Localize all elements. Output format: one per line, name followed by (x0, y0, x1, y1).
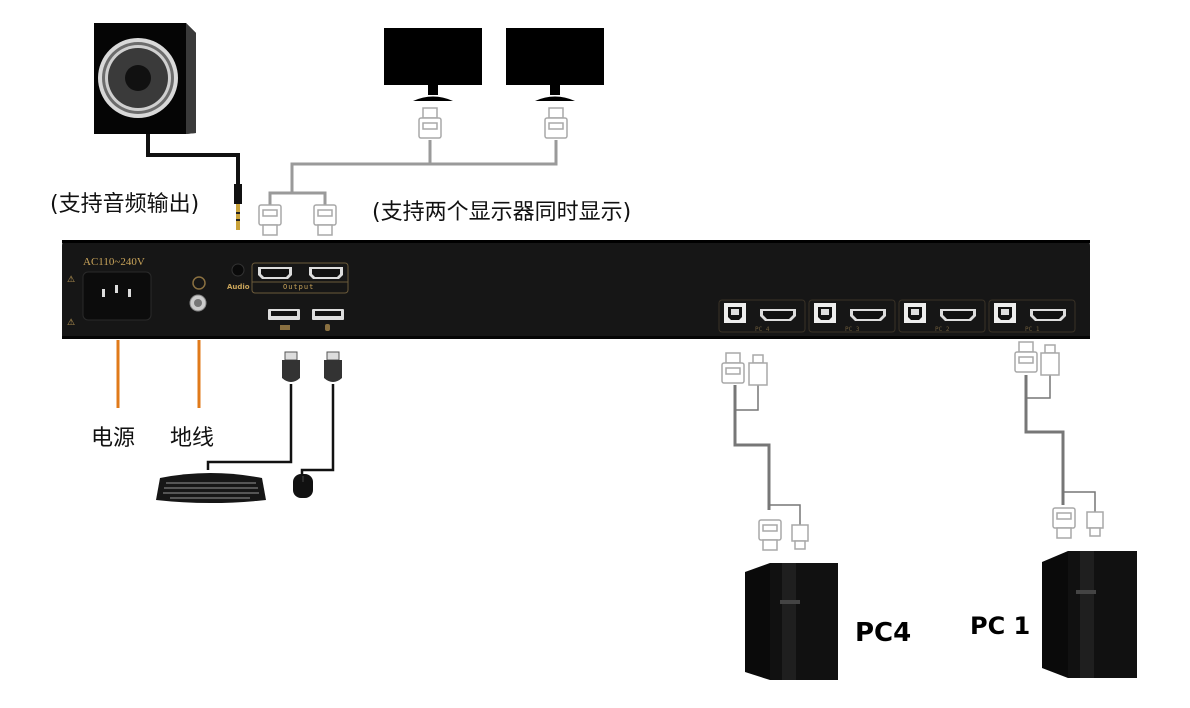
hdmi-connector-icon (418, 107, 568, 139)
port-label-pc1: PC 1 (1025, 326, 1040, 333)
usb-connector-icon (748, 354, 809, 550)
pc-port-groups (718, 299, 1076, 333)
pc1-kvm-cable (1024, 375, 1096, 512)
keyboard-icon (156, 473, 266, 503)
usb-connector-icon (1040, 344, 1104, 537)
pc4-kvm-cable (733, 385, 801, 525)
pc-port-group-pc1 (988, 299, 1076, 333)
svg-text:⚠: ⚠ (67, 275, 75, 285)
speaker-icon (94, 23, 196, 134)
keyboard-cable (206, 384, 293, 470)
usb-plug-icon (282, 351, 342, 382)
hdmi-connector-icon (1014, 341, 1076, 539)
hdmi-connector-icon (258, 204, 337, 236)
pc4-label: PC4 (855, 618, 912, 648)
pc-port-group-pc3 (808, 299, 896, 333)
power-label: 电源 (91, 426, 136, 451)
mouse-icon (293, 474, 313, 498)
hdmi-cable (268, 140, 432, 205)
audio-jack-icon (234, 184, 242, 230)
mouse-cable (300, 384, 335, 476)
ground-label: 地线 (170, 426, 215, 451)
port-label-pc4: PC 4 (755, 326, 770, 333)
dual-display-label: (支持两个显示器同时显示) (372, 200, 632, 225)
pc-port-group-pc4 (718, 299, 806, 333)
pc1-label: PC 1 (970, 612, 1031, 640)
output-label: Output (283, 283, 315, 291)
monitor-icon (384, 28, 482, 101)
audio-port-label: Audio (227, 283, 250, 291)
audio-cable (146, 134, 240, 185)
power-inlet-icon: ⚠ ⚠ (67, 271, 152, 328)
svg-text:⚠: ⚠ (67, 318, 75, 328)
ground-terminal-icon (189, 276, 207, 312)
audio-support-label: (支持音频输出) (50, 192, 200, 217)
output-hdmi-ports (251, 262, 349, 294)
usb-ports (268, 309, 344, 331)
kvm-switch-panel (62, 240, 1090, 339)
port-label-pc3: PC 3 (845, 326, 860, 333)
monitor-icon (506, 28, 604, 101)
pc-tower-icon-pc1 (1042, 551, 1137, 678)
audio-port-icon (231, 263, 245, 277)
hdmi-connector-icon (721, 352, 782, 551)
voltage-label: AC110~240V (83, 256, 145, 268)
pc-tower-icon-pc4 (745, 563, 838, 680)
port-label-pc2: PC 2 (935, 326, 950, 333)
pc-port-group-pc2 (898, 299, 986, 333)
